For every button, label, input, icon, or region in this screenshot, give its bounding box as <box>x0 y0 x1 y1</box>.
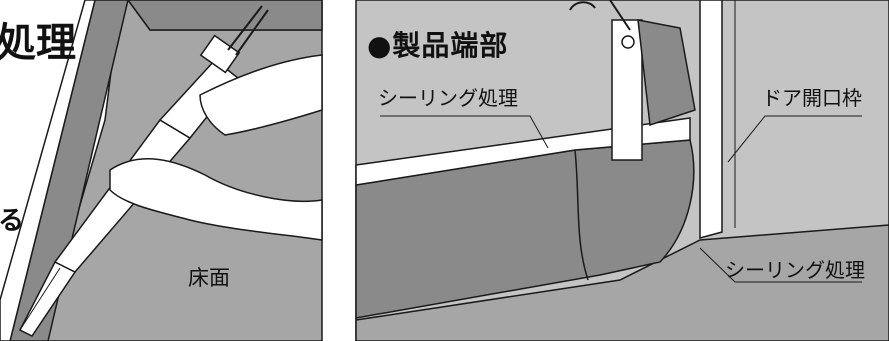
floor-surface-right <box>355 224 889 341</box>
leader-sealing-bottom <box>699 247 862 283</box>
leader-door <box>727 115 862 163</box>
sealing-label-top: シーリング処理 <box>378 86 518 110</box>
section-title: ●製品端部 <box>367 29 509 62</box>
left-panel-illustration <box>0 0 323 341</box>
door-frame <box>699 0 723 239</box>
wall-edge <box>0 0 96 341</box>
caulking-gun-icon <box>569 0 696 161</box>
sealing-label-bottom: シーリング処理 <box>725 258 865 282</box>
leader-sealing-top <box>380 115 549 149</box>
heading-fragment: 処理 <box>0 20 76 66</box>
product-end <box>355 139 695 319</box>
right-panel-illustration <box>355 0 889 341</box>
wall-top <box>127 0 323 31</box>
floor-label: 床面 <box>188 266 230 290</box>
text-fragment: る <box>0 206 25 236</box>
door-frame-label: ドア開口枠 <box>762 86 862 110</box>
hand-icon <box>109 54 323 241</box>
